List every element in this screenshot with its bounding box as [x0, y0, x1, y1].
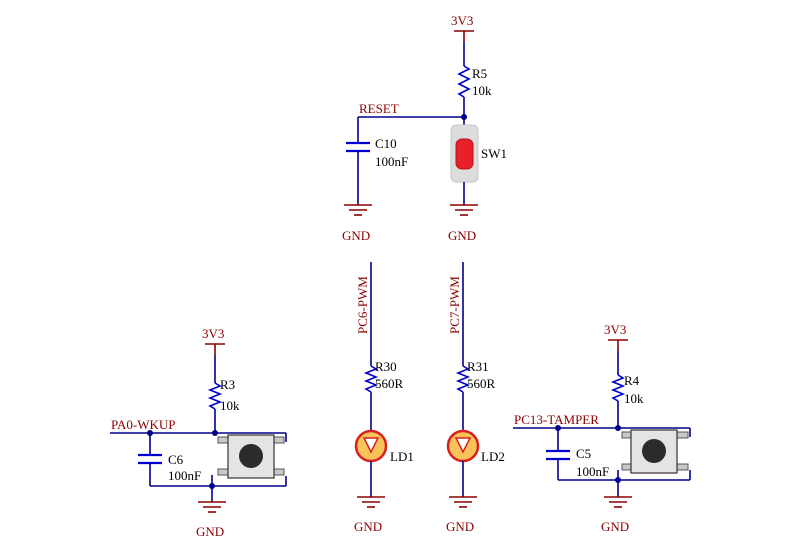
r5-value: 10k: [472, 83, 492, 98]
wakeup-circuit: 3V3 R3 10k PA0-WKUP C6 100nF: [110, 326, 287, 539]
r31-ref: R31: [467, 359, 489, 374]
net-label-pa0-wkup: PA0-WKUP: [111, 417, 176, 432]
led-ld2: LD2: [446, 429, 505, 464]
power-label-3v3: 3V3: [451, 13, 473, 28]
gnd-label: GND: [446, 519, 474, 534]
led-diode-icon: [362, 437, 380, 454]
capacitor-c6: C6 100nF: [138, 452, 201, 483]
resistor-r30: R30 560R: [363, 359, 404, 393]
tactile-switch-wkup: [211, 432, 287, 486]
power-port-3v3-left: 3V3: [202, 326, 225, 355]
junction-dot: [212, 430, 218, 436]
c10-ref: C10: [375, 136, 397, 151]
gnd-label: GND: [601, 519, 629, 534]
r3-ref: R3: [220, 377, 235, 392]
led1-circuit: PC6-PWM R30 560R LD1 GND: [354, 262, 414, 534]
power-port-3v3-right: 3V3: [604, 322, 628, 351]
led-ld1: LD1: [354, 429, 414, 464]
tactile-switch-tamper: [617, 427, 691, 480]
ground-symbol: GND: [354, 496, 385, 534]
ground-symbol: GND: [601, 496, 632, 534]
r3-value: 10k: [220, 398, 240, 413]
net-label-pc7-pwm: PC7-PWM: [447, 276, 462, 334]
c10-value: 100nF: [375, 154, 408, 169]
ld1-ref: LD1: [390, 449, 414, 464]
resistor-r4: R4 10k: [610, 373, 644, 406]
r4-ref: R4: [624, 373, 640, 388]
net-label-pc6-pwm: PC6-PWM: [355, 276, 370, 334]
c5-ref: C5: [576, 446, 591, 461]
net-label-pc13-tamper: PC13-TAMPER: [514, 412, 599, 427]
tamper-circuit: 3V3 R4 10k PC13-TAMPER C5 100nF: [513, 322, 691, 534]
power-port-3v3-top: 3V3: [451, 13, 474, 42]
r30-value: 560R: [375, 376, 404, 391]
power-label-3v3: 3V3: [202, 326, 224, 341]
r31-value: 560R: [467, 376, 496, 391]
resistor-r5: R5 10k: [457, 65, 492, 98]
ground-symbol: GND: [446, 496, 477, 534]
resistor-r31: R31 560R: [455, 359, 496, 393]
sw1-ref: SW1: [481, 146, 507, 161]
gnd-label: GND: [342, 228, 370, 243]
r5-ref: R5: [472, 66, 487, 81]
switch-button-icon: [239, 444, 263, 468]
led2-circuit: PC7-PWM R31 560R LD2 GND: [446, 262, 505, 534]
gnd-label: GND: [354, 519, 382, 534]
c5-value: 100nF: [576, 464, 609, 479]
gnd-label: GND: [448, 228, 476, 243]
reset-circuit: 3V3 R5 10k RESET C10 100nF GND: [342, 13, 507, 243]
resistor-r3: R3 10k: [207, 377, 240, 413]
r4-value: 10k: [624, 391, 644, 406]
ground-symbol: GND: [448, 204, 478, 243]
switch-button-red: [455, 138, 474, 170]
gnd-label: GND: [196, 524, 224, 539]
r30-ref: R30: [375, 359, 397, 374]
capacitor-c5: C5 100nF: [546, 446, 609, 479]
net-label-reset: RESET: [359, 101, 399, 116]
led-diode-icon: [454, 437, 472, 454]
ground-symbol: GND: [196, 501, 226, 539]
c6-ref: C6: [168, 452, 184, 467]
c6-value: 100nF: [168, 468, 201, 483]
switch-sw1: SW1: [450, 124, 507, 183]
ground-symbol: GND: [342, 204, 372, 243]
ld2-ref: LD2: [481, 449, 505, 464]
power-label-3v3: 3V3: [604, 322, 626, 337]
switch-button-icon: [642, 439, 666, 463]
capacitor-c10: C10 100nF: [346, 136, 408, 169]
